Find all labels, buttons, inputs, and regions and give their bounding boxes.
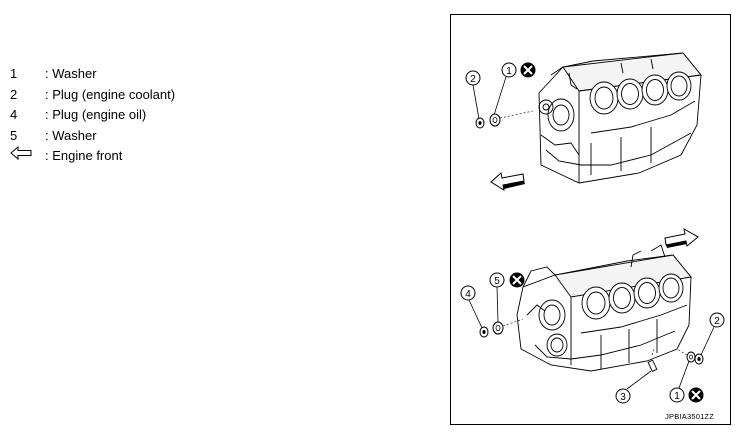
callout-2-bottom: 2 xyxy=(700,312,725,356)
svg-text:2: 2 xyxy=(714,316,720,327)
svg-text:1: 1 xyxy=(674,391,680,402)
engine-front-arrow-icon xyxy=(10,145,40,167)
drain-plug xyxy=(647,348,658,372)
callout-4: 4 xyxy=(460,285,483,329)
svg-text:1: 1 xyxy=(506,66,512,77)
no-reuse-icon xyxy=(688,387,704,403)
plug-coolant-bottom xyxy=(694,353,704,365)
figure-code: JPBIA3501ZZ xyxy=(665,412,714,421)
callout-1-bottom: 1 xyxy=(669,360,690,403)
plug-oil xyxy=(479,326,489,338)
legend-description: : Washer xyxy=(45,66,97,81)
no-reuse-icon xyxy=(520,62,536,78)
svg-text:2: 2 xyxy=(470,74,476,85)
legend-key: 5 xyxy=(10,127,18,143)
legend-description: : Plug (engine oil) xyxy=(45,107,147,122)
engine-block-bottom xyxy=(516,244,692,372)
callout-2-top: 2 xyxy=(465,70,481,120)
legend-description: : Plug (engine coolant) xyxy=(45,86,176,102)
callout-3: 3 xyxy=(615,370,652,404)
no-reuse-icon xyxy=(509,272,525,288)
legend-description: : Engine front xyxy=(45,148,123,163)
washer-top xyxy=(489,110,534,127)
svg-text:5: 5 xyxy=(494,276,500,287)
plug-top xyxy=(475,117,485,129)
svg-text:3: 3 xyxy=(620,392,626,403)
callout-1-top: 1 xyxy=(493,62,517,116)
engine-block-top xyxy=(538,52,702,184)
legend-key: 4 xyxy=(10,107,18,122)
legend-key: 2 xyxy=(10,86,18,102)
callout-5: 5 xyxy=(489,272,505,323)
legend-description: : Washer xyxy=(45,127,97,143)
legend-key: 1 xyxy=(10,66,18,81)
engine-block-illustration: 2 1 xyxy=(460,52,725,404)
engine-block-figure: 2 1 xyxy=(450,14,731,425)
washer-bottom xyxy=(492,318,524,335)
engine-front-arrow-bottom xyxy=(664,228,699,248)
engine-front-arrow-top xyxy=(490,172,525,192)
svg-text:4: 4 xyxy=(465,289,471,300)
washer-bottom-right xyxy=(676,348,696,363)
